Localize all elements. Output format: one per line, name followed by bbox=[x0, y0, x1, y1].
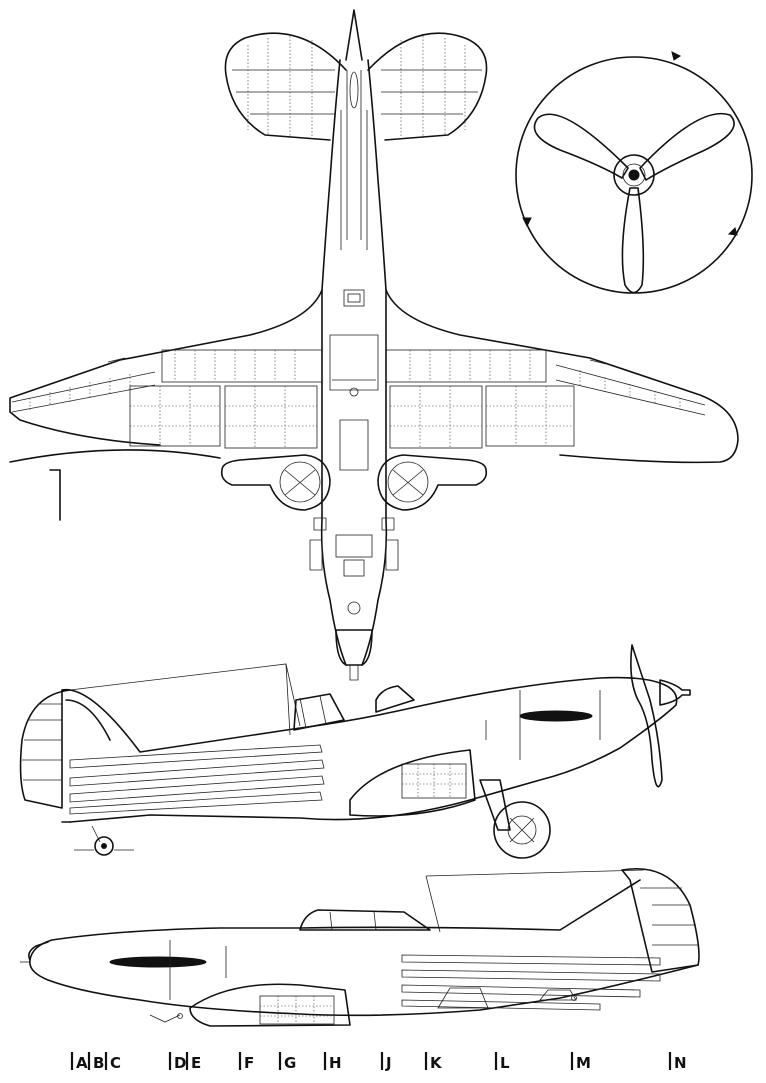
rudder-ribs bbox=[22, 703, 62, 781]
station-label-g: G bbox=[284, 1054, 297, 1072]
radiator-intakes bbox=[220, 454, 488, 511]
station-label-f: F bbox=[244, 1054, 255, 1072]
aircraft-side-view-right bbox=[19, 644, 691, 859]
fuselage-station-labels: A B C D E F G H J K L M N bbox=[70, 1052, 688, 1072]
station-label-l: L bbox=[500, 1054, 511, 1072]
station-label-c: C bbox=[110, 1054, 122, 1072]
station-label-n: N bbox=[674, 1054, 688, 1072]
fuselage-louvres-left bbox=[401, 954, 661, 1011]
station-label-m: M bbox=[576, 1054, 592, 1072]
aircraft-planform-view bbox=[9, 9, 739, 681]
rudder-ribs-left bbox=[640, 887, 698, 946]
station-label-b: B bbox=[93, 1054, 105, 1072]
wing-flap-panels bbox=[107, 349, 607, 449]
station-label-a: A bbox=[76, 1054, 89, 1072]
stabilizer-ribs bbox=[232, 36, 482, 139]
aileron-ribs bbox=[11, 364, 706, 416]
three-blade-propeller-icon bbox=[515, 51, 753, 294]
station-label-k: K bbox=[430, 1054, 443, 1072]
station-label-j: J bbox=[385, 1054, 393, 1072]
station-label-h: H bbox=[329, 1054, 343, 1072]
station-label-e: E bbox=[191, 1054, 202, 1072]
fuselage-louvres bbox=[69, 744, 325, 815]
station-label-d: D bbox=[174, 1054, 187, 1072]
aircraft-side-view-left bbox=[20, 868, 700, 1027]
